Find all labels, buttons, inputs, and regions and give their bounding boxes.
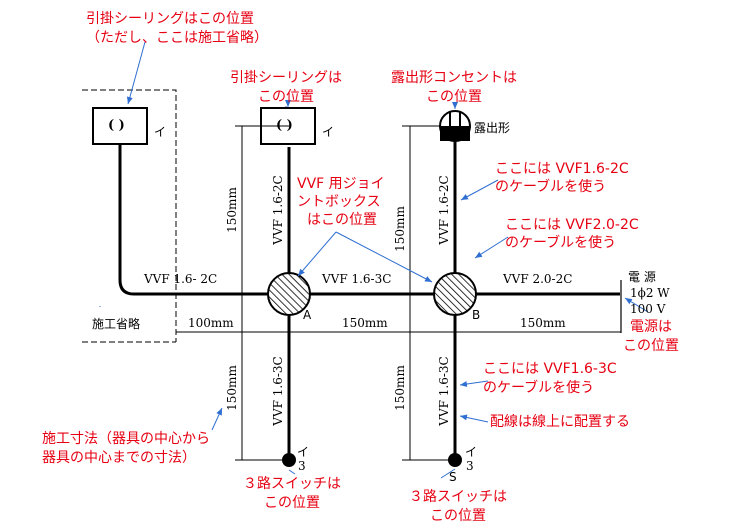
dim-100: 100mm bbox=[188, 316, 234, 330]
exposed-label: 露出形 bbox=[474, 121, 511, 135]
three-way-switch-right bbox=[448, 453, 462, 467]
cable-label-up-b: VVF 1.6-2C bbox=[437, 175, 451, 245]
ceiling-symbol-mid: ( ) bbox=[276, 118, 293, 133]
dim-150-up-a: 150mm bbox=[225, 187, 239, 233]
cable-label-right: VVF 2.0-2C bbox=[503, 272, 573, 286]
switch-s-label: S bbox=[449, 470, 457, 484]
annotation-jbox-3: はこの位置 bbox=[307, 212, 377, 228]
annotation-ceiling-left-1: 引掛シーリングはこの位置 bbox=[86, 11, 254, 27]
dimension-lines bbox=[176, 125, 621, 461]
annotation-ceiling-mid-2: この位置 bbox=[258, 89, 314, 105]
annotation-cable-c-1: ここには VVF1.6-3C bbox=[483, 361, 617, 377]
annotation-jbox-2: ントボックス bbox=[297, 194, 381, 210]
junction-label-a: A bbox=[303, 308, 312, 322]
wires bbox=[118, 140, 620, 456]
omitted-label: 施工省略 bbox=[92, 317, 141, 331]
junction-box-b bbox=[433, 272, 477, 316]
annotation-cable-a-2: のケーブルを使う bbox=[495, 179, 607, 195]
cable-label-down-b: VVF 1.6-3C bbox=[437, 356, 451, 426]
dim-150-down-b: 150mm bbox=[393, 365, 407, 411]
source-phase: 1ϕ2 W bbox=[630, 286, 670, 300]
exposed-outlet-symbol bbox=[439, 110, 471, 142]
annotation-cable-b-1: ここには VVF2.0-2C bbox=[505, 217, 639, 233]
i-label-ceiling-left: イ bbox=[154, 125, 167, 139]
dim-150-up-b: 150mm bbox=[393, 206, 407, 252]
annotation-cable-b-2: のケーブルを使う bbox=[505, 235, 617, 251]
i-label-ceiling-mid: イ bbox=[322, 125, 335, 139]
annotation-outlet-1: 露出形コンセントは bbox=[391, 70, 517, 86]
cable-label-up-a: VVF 1.6-2C bbox=[271, 175, 285, 245]
cable-label-down-a: VVF 1.6-3C bbox=[271, 356, 285, 426]
annotation-dim-note-2: 器具の中心までの寸法） bbox=[42, 450, 196, 466]
annotation-switch-right-2: この位置 bbox=[430, 508, 486, 524]
annotation-wiring-note: 配線は線上に配置する bbox=[490, 414, 630, 430]
annotation-ceiling-left-2: （ただし、ここは施工省略） bbox=[86, 30, 268, 46]
annotation-switch-right-1: ３路スイッチは bbox=[409, 489, 507, 505]
i-label-switch-right: イ bbox=[465, 445, 478, 459]
dim-150-down-a: 150mm bbox=[225, 365, 239, 411]
three-label-right: 3 bbox=[466, 459, 474, 473]
annotation-cable-c-2: のケーブルを使う bbox=[483, 380, 595, 396]
annotation-source-2: この位置 bbox=[623, 338, 679, 354]
annotation-dim-note-1: 施工寸法（器具の中心から bbox=[42, 431, 210, 447]
annotation-ceiling-mid-1: 引掛シーリングは bbox=[230, 70, 342, 86]
source-voltage: 100 V bbox=[630, 302, 666, 316]
dim-150-h2: 150mm bbox=[520, 316, 566, 330]
ceiling-box-left bbox=[92, 107, 148, 145]
annotation-jbox-1: VVF 用ジョイ bbox=[297, 176, 385, 192]
junction-label-b: B bbox=[472, 308, 481, 322]
leader-arrows bbox=[99, 41, 649, 479]
source-title: 電 源 bbox=[628, 270, 656, 284]
annotation-cable-a-1: ここには VVF1.6-2C bbox=[495, 161, 629, 177]
three-label-left: 3 bbox=[298, 459, 306, 473]
cable-label-left: VVF 1.6- 2C bbox=[144, 272, 218, 286]
ceiling-symbol-left: ( ) bbox=[108, 118, 125, 133]
wire-left bbox=[118, 145, 268, 296]
dim-150-h1: 150mm bbox=[342, 316, 388, 330]
annotation-switch-left-1: ３路スイッチは bbox=[243, 476, 341, 492]
three-way-switch-left bbox=[282, 453, 296, 467]
omitted-area-boundary bbox=[82, 89, 177, 343]
annotation-switch-left-2: この位置 bbox=[264, 495, 320, 511]
cable-label-mid: VVF 1.6-3C bbox=[322, 272, 392, 286]
annotation-outlet-2: この位置 bbox=[426, 89, 482, 105]
annotation-source-1: 電源は bbox=[630, 319, 672, 335]
i-label-switch-left: イ bbox=[297, 445, 310, 459]
